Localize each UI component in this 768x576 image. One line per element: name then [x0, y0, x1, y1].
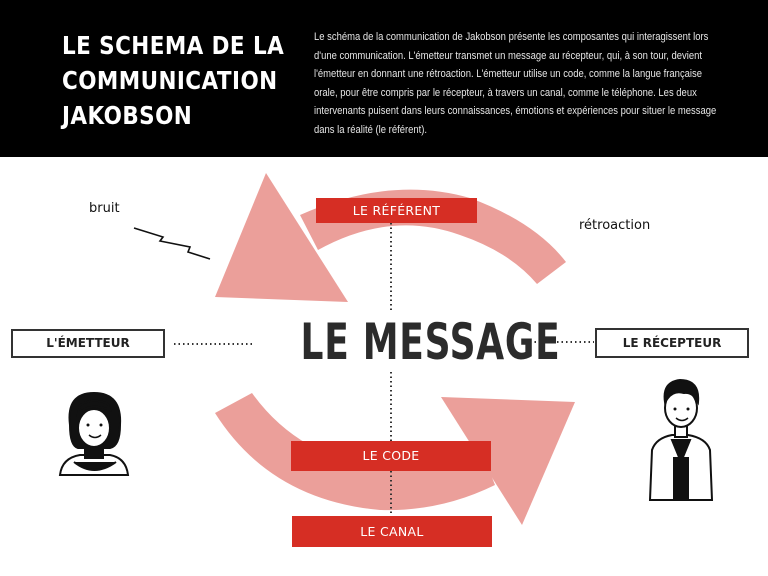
message-flow-arrow-icon: [215, 393, 575, 525]
message-text: LE MESSAGE: [300, 313, 561, 371]
communication-diagram: [58, 173, 714, 525]
woman-avatar-icon: [58, 391, 130, 476]
header-banner: LE SCHEMA DE LA COMMUNICATION JAKOBSON L…: [0, 0, 768, 157]
message-center-label: LE MESSAGE: [250, 310, 560, 374]
title-line-2: COMMUNICATION: [62, 66, 278, 95]
referent-label: LE RÉFÉRENT: [316, 198, 477, 223]
channel-label: LE CANAL: [292, 516, 492, 547]
title-line-1: LE SCHEMA DE LA: [62, 31, 285, 60]
page-title: LE SCHEMA DE LA COMMUNICATION JAKOBSON: [62, 28, 285, 133]
noise-label: bruit: [89, 201, 120, 216]
zigzag-noise-icon: [133, 227, 211, 260]
description-paragraph: Le schéma de la communication de Jakobso…: [314, 31, 717, 136]
title-line-3: JAKOBSON: [62, 101, 193, 130]
man-avatar-icon: [648, 378, 714, 501]
feedback-label: rétroaction: [579, 218, 651, 233]
receiver-box: LE RÉCEPTEUR: [595, 328, 749, 358]
code-label: LE CODE: [291, 441, 491, 471]
sender-box: L'ÉMETTEUR: [11, 329, 165, 358]
